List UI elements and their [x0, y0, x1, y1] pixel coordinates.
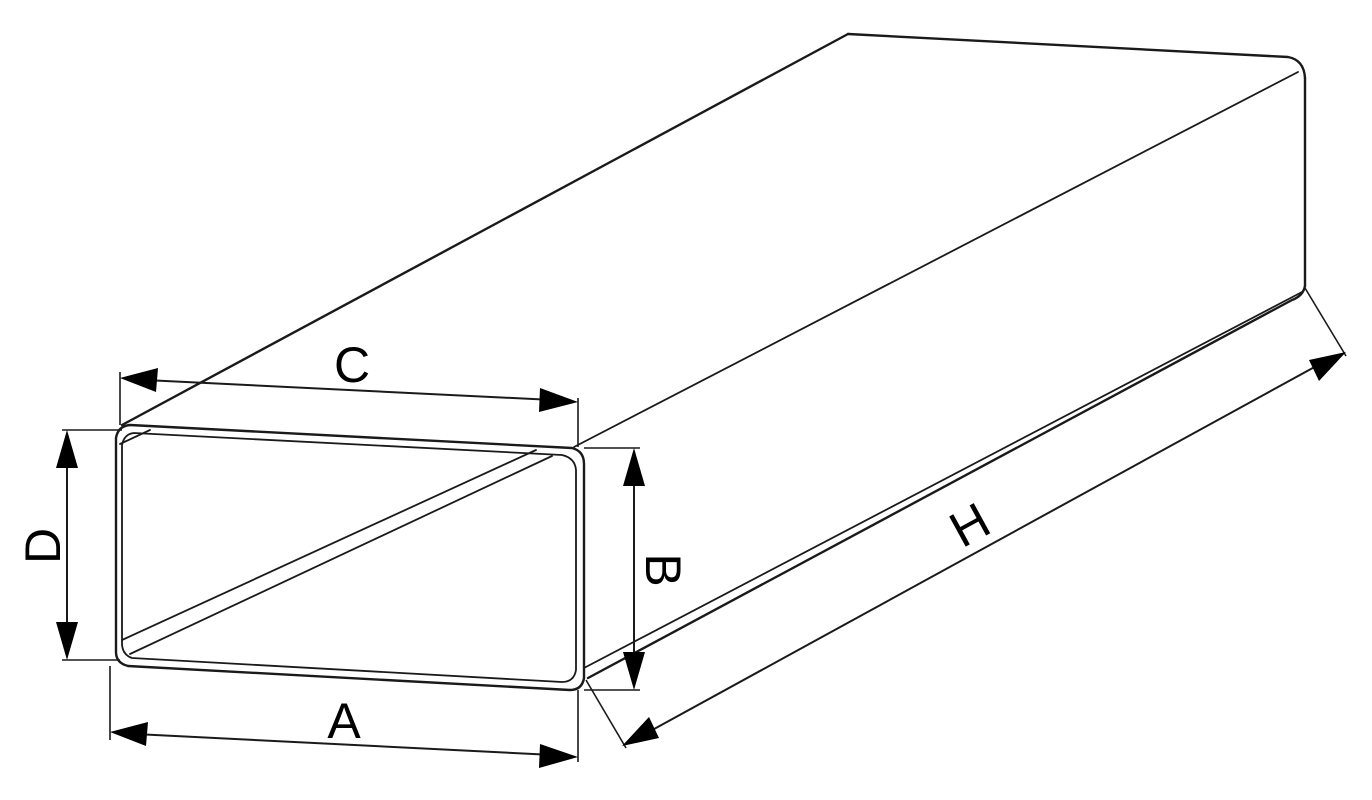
dimension-h-extension-back — [1304, 287, 1347, 357]
dimension-d: D — [15, 429, 122, 661]
dimension-c-arrow-left — [120, 368, 158, 392]
duct-body — [114, 32, 1307, 692]
top-edge-front-fold — [573, 71, 1299, 448]
front-inner-contour — [121, 432, 577, 683]
dimension-h: H — [585, 287, 1347, 749]
dimension-d-label: D — [15, 528, 71, 564]
interior-edge-lower — [129, 455, 553, 655]
bottom-right-edge — [586, 284, 1307, 680]
bottom-right-fold — [583, 291, 1303, 669]
dimension-c-arrow-right — [539, 388, 578, 412]
dimension-h-arrow-back — [1309, 352, 1346, 381]
dimension-a: A — [109, 666, 579, 768]
dimension-a-arrow-right — [539, 744, 578, 768]
interior-corner-top-left — [119, 429, 151, 445]
dimension-h-line — [644, 363, 1321, 735]
dimension-b-arrow-bottom — [623, 652, 645, 690]
dimension-c: C — [119, 337, 579, 447]
interior-edge-upper — [121, 449, 537, 641]
dimension-b-arrow-top — [623, 448, 645, 486]
top-edge-back — [846, 32, 1307, 80]
dimension-b: B — [584, 447, 691, 691]
top-edge-left — [120, 32, 850, 427]
front-outer-contour — [114, 423, 586, 692]
dimension-a-arrow-left — [110, 722, 148, 746]
dimension-h-label: H — [941, 492, 1000, 558]
dimension-h-extension-front — [585, 679, 627, 749]
dimension-b-label: B — [635, 553, 691, 586]
dimension-c-line — [144, 379, 554, 401]
dimension-d-arrow-bottom — [56, 622, 78, 660]
dimension-c-label: C — [334, 337, 370, 393]
dimension-h-arrow-front — [622, 717, 659, 746]
dimension-d-arrow-top — [56, 430, 78, 468]
dimension-a-line — [134, 733, 554, 756]
dimension-a-label: A — [327, 693, 361, 749]
